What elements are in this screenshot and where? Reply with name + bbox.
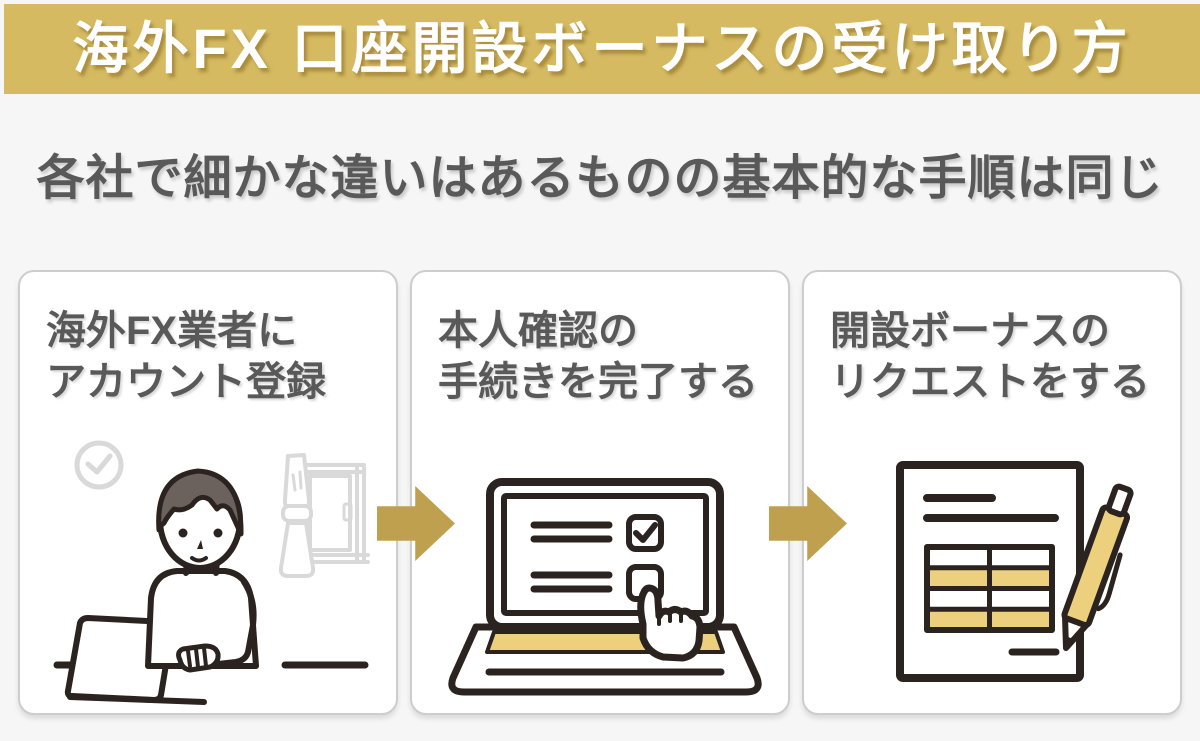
step-2-heading-line2: 手続きを完了する bbox=[438, 360, 758, 405]
title-banner: 海外FX 口座開設ボーナスの受け取り方 bbox=[4, 4, 1200, 94]
step-2-heading-line1: 本人確認の bbox=[438, 309, 638, 353]
step-2-heading: 本人確認の 手続きを完了する bbox=[438, 306, 788, 408]
laptop-base-icon bbox=[448, 623, 762, 696]
person-at-laptop-illustration bbox=[53, 440, 370, 705]
step-card-register: 海外FX業者に アカウント登録 bbox=[18, 270, 398, 715]
step-3-heading-line1: 開設ボーナスの bbox=[830, 309, 1110, 353]
page-title: 海外FX 口座開設ボーナスの受け取り方 bbox=[72, 17, 1132, 80]
pointing-hand-icon bbox=[637, 584, 704, 662]
step-1-heading-line2: アカウント登録 bbox=[46, 360, 326, 405]
form-document-icon bbox=[896, 461, 1084, 682]
clock-icon bbox=[74, 440, 124, 490]
step-1-heading: 海外FX業者に アカウント登録 bbox=[46, 306, 396, 408]
step-card-bonus-request: 開設ボーナスの リクエストをする bbox=[802, 270, 1182, 715]
laptop-icon bbox=[64, 615, 207, 705]
checkbox-checked-icon bbox=[626, 514, 664, 552]
step-3-heading: 開設ボーナスの リクエストをする bbox=[830, 306, 1180, 408]
pen-icon bbox=[1061, 483, 1134, 651]
subtitle: 各社で細かな違いはあるものの基本的な手順は同じ bbox=[36, 152, 1164, 205]
step-card-verification: 本人確認の 手続きを完了する bbox=[410, 270, 790, 715]
window-curtain-icon bbox=[278, 453, 370, 578]
step-3-heading-line2: リクエストをする bbox=[830, 360, 1150, 405]
verification-laptop-illustration bbox=[448, 478, 762, 696]
laptop-screen-icon bbox=[486, 478, 724, 631]
step-1-heading-line1: 海外FX業者に bbox=[46, 309, 298, 353]
bonus-request-form-illustration bbox=[896, 461, 1134, 682]
form-table bbox=[924, 544, 1055, 633]
person-figure bbox=[145, 468, 259, 673]
